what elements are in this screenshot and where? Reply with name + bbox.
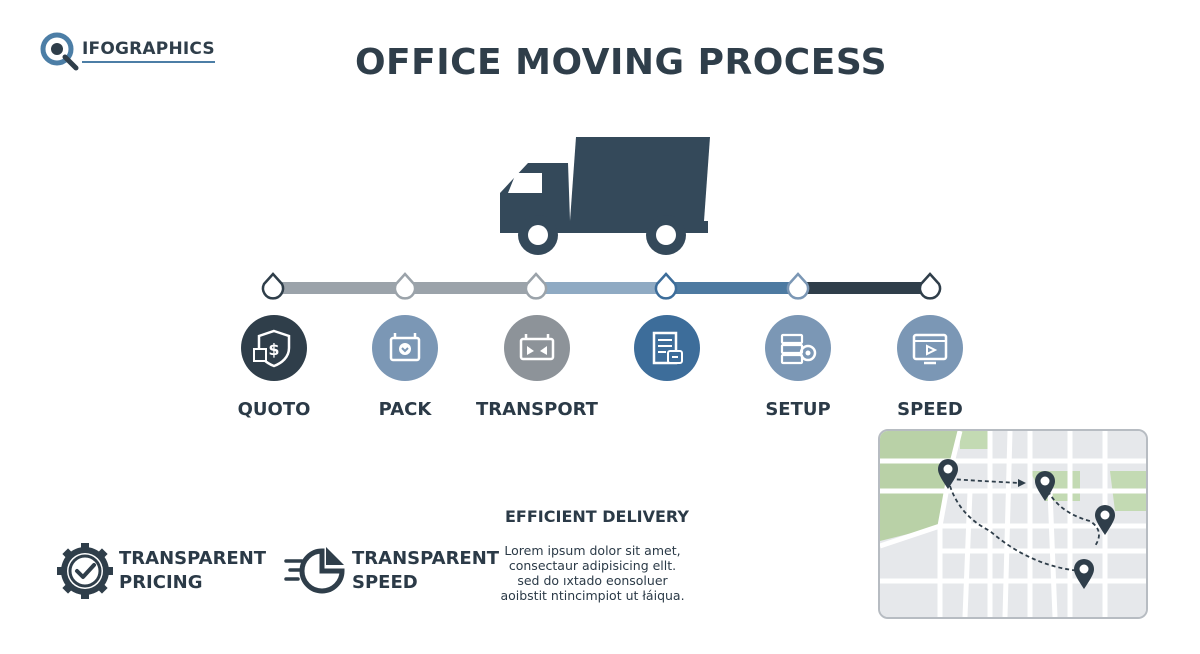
svg-text:$: $ <box>268 340 279 359</box>
route-map <box>878 429 1148 619</box>
feature-speed-line1: TRANSPARENT <box>352 548 500 569</box>
step-speed[interactable]: SPEED <box>860 315 1000 421</box>
step-label: PACK <box>378 399 432 420</box>
truck-icon <box>500 137 710 255</box>
timeline-segment <box>536 282 666 294</box>
timeline-node <box>918 272 942 300</box>
delivery-line: Lorem ipsum dolor sit amet, <box>504 543 681 558</box>
step-document[interactable] <box>597 315 737 421</box>
document-checklist-icon <box>652 331 683 365</box>
feature-pricing-line1: TRANSPARENT <box>119 548 267 569</box>
step-quoto[interactable]: $ QUOTO <box>204 315 344 421</box>
step-label: TRANSPORT <box>476 399 598 420</box>
timeline <box>261 272 942 300</box>
timeline-node <box>393 272 417 300</box>
feature-speed-text: TRANSPARENT SPEED <box>352 547 499 595</box>
map-pin-icon <box>938 459 958 489</box>
step-label: SPEED <box>897 399 963 420</box>
timeline-segment <box>405 282 536 294</box>
step-pack[interactable]: PACK <box>335 315 475 421</box>
timeline-node <box>524 272 548 300</box>
step-label: QUOTO <box>237 399 311 420</box>
delivery-body: Lorem ipsum dolor sit amet, consectaur a… <box>490 543 695 603</box>
step-circle <box>372 315 438 381</box>
page-title: OFFICE MOVING PROCESS <box>354 42 888 83</box>
feature-speed-line2: SPEED <box>352 572 418 593</box>
feature-pricing-text: TRANSPARENT PRICING <box>119 547 266 595</box>
feature-pricing-line2: PRICING <box>119 572 203 593</box>
timeline-node <box>786 272 810 300</box>
timeline-segment <box>273 282 405 294</box>
route-map-icon <box>880 431 1146 617</box>
step-circle: $ <box>241 315 307 381</box>
step-circle <box>897 315 963 381</box>
timeline-segment <box>798 282 930 294</box>
step-circle <box>634 315 700 381</box>
step-circle <box>504 315 570 381</box>
feature-transparent-speed: TRANSPARENT SPEED <box>284 543 499 599</box>
delivery-line: sed do ıxtado eonsoluer <box>517 573 668 588</box>
logo: IFOGRAPHICS <box>38 30 215 72</box>
step-label <box>597 399 737 421</box>
feature-transparent-pricing: TRANSPARENT PRICING <box>57 543 266 599</box>
delivery-title: EFFICIENT DELIVERY <box>505 507 689 526</box>
crate-icon <box>519 334 555 361</box>
monitor-play-icon <box>912 333 948 365</box>
box-icon <box>389 333 421 362</box>
shield-dollar-icon: $ <box>253 329 291 368</box>
timeline-segment <box>666 282 798 294</box>
speed-play-icon <box>284 547 345 594</box>
delivery-line: aoibstit ntincimpiot ut łáiqua. <box>500 588 685 603</box>
server-gear-icon <box>780 333 817 365</box>
step-transport[interactable]: TRANSPORT <box>467 315 607 421</box>
timeline-node <box>654 272 678 300</box>
logo-q-icon <box>40 32 79 71</box>
step-setup[interactable]: SETUP <box>728 315 868 421</box>
step-label: SETUP <box>765 399 831 420</box>
delivery-line: consectaur adipisicing ellt. <box>508 558 677 573</box>
logo-text: IFOGRAPHICS <box>82 39 215 63</box>
gear-check-icon <box>57 543 113 599</box>
step-circle <box>765 315 831 381</box>
timeline-node <box>261 272 285 300</box>
